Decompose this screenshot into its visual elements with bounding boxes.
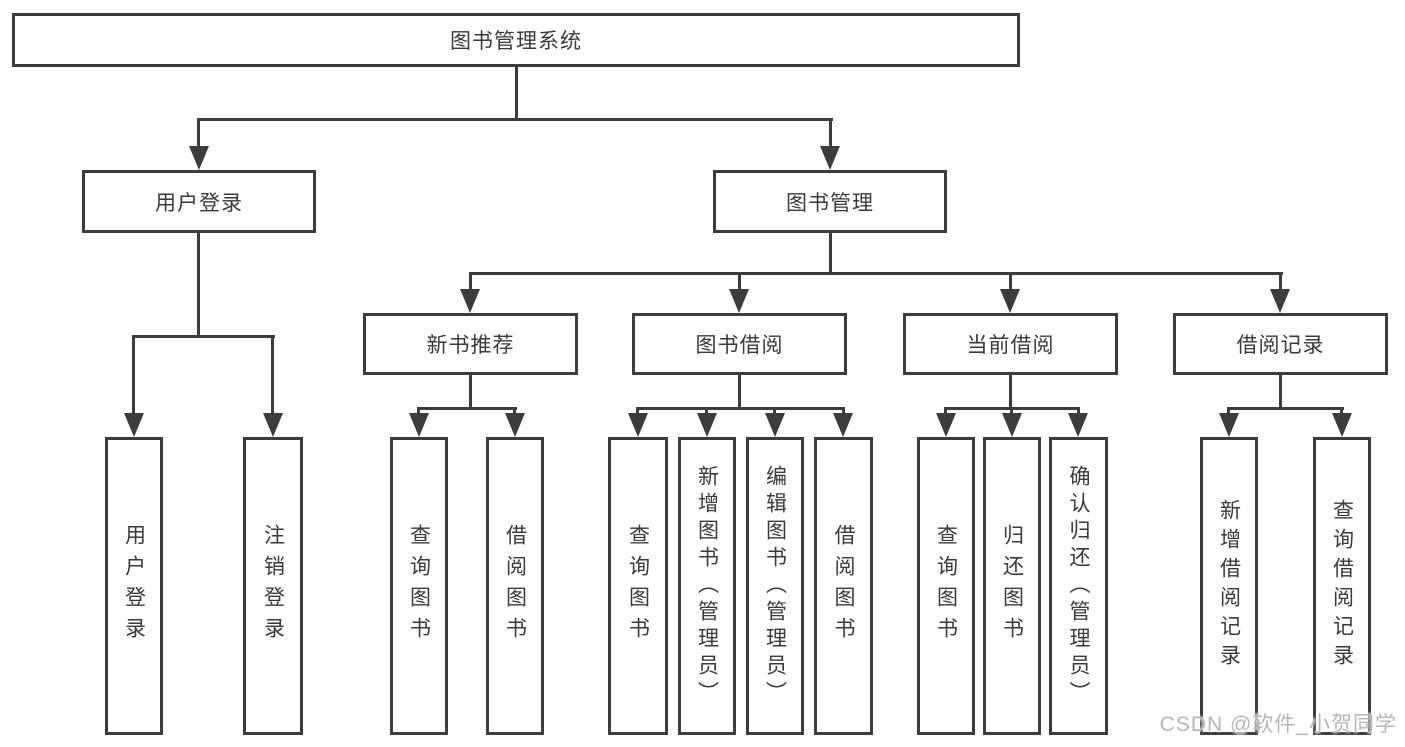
arrowhead-icon: [1000, 289, 1020, 313]
connector-branch-book-mgmt: [469, 272, 1283, 275]
connector-drop-bb-borrow: [842, 410, 845, 414]
arrowhead-icon: [697, 413, 717, 437]
arrowhead-icon: [1270, 289, 1290, 313]
node-leaf-bb-add-books-admin: 新增图书（管理员）: [678, 437, 736, 735]
arrowhead-icon: [1068, 413, 1088, 437]
arrowhead-icon: [729, 289, 749, 313]
node-borrow-records: 借阅记录: [1173, 313, 1388, 375]
node-leaf-br-query-record-label: 查询借阅记录: [1330, 499, 1354, 673]
node-leaf-rec-borrow-books: 借阅图书: [486, 437, 544, 735]
connector-branch-borrow-records: [1227, 407, 1344, 410]
connector-drop-bb-query: [636, 410, 639, 414]
node-leaf-bb-edit-books-admin: 编辑图书（管理员）: [746, 437, 804, 735]
node-leaf-bb-query-books: 查询图书: [608, 437, 668, 735]
node-new-book-rec-label: 新书推荐: [426, 334, 515, 357]
node-leaf-bb-edit-books-admin-label: 编辑图书（管理员）: [763, 464, 787, 708]
connector-drop-book-mgmt: [829, 121, 832, 147]
connector-drop-br-query: [1340, 410, 1343, 414]
arrowhead-icon: [820, 146, 840, 170]
arrowhead-icon: [505, 413, 525, 437]
node-root-label: 图书管理系统: [450, 30, 582, 53]
connector-drop-new-book-rec: [469, 275, 472, 289]
arrowhead-icon: [124, 413, 144, 437]
node-leaf-cb-return-books-label: 归还图书: [1000, 524, 1024, 648]
arrowhead-icon: [460, 289, 480, 313]
node-leaf-logout-label: 注销登录: [261, 524, 285, 648]
connector-drop-login-leaf: [132, 338, 135, 413]
connector-branch-new-book-rec: [417, 407, 517, 410]
connector-branch-root: [197, 118, 833, 121]
node-leaf-logout: 注销登录: [243, 437, 303, 735]
arrowhead-icon: [765, 413, 785, 437]
node-book-mgmt-label: 图书管理: [786, 191, 874, 215]
arrowhead-icon: [1002, 413, 1022, 437]
connector-branch-user-login: [132, 335, 275, 338]
node-leaf-rec-query-books: 查询图书: [390, 437, 448, 735]
arrowhead-icon: [263, 413, 283, 437]
connector-drop-rec-borrow: [513, 410, 516, 414]
node-leaf-bb-borrow-books-label: 借阅图书: [832, 524, 855, 648]
node-user-login: 用户登录: [82, 170, 316, 233]
connector-drop-cb-confirm: [1077, 410, 1080, 414]
connector-drop-bb-edit: [773, 410, 776, 414]
node-leaf-cb-return-books: 归还图书: [983, 437, 1041, 735]
connector-drop-current-borrow: [1009, 275, 1012, 289]
connector-drop-rec-query: [417, 410, 420, 414]
node-leaf-user-login-label: 用户登录: [122, 524, 146, 648]
connector-stem-book-mgmt: [829, 233, 832, 272]
connector-drop-book-borrow: [738, 275, 741, 289]
node-leaf-rec-query-books-label: 查询图书: [407, 524, 431, 648]
node-current-borrow: 当前借阅: [903, 313, 1118, 375]
node-leaf-cb-confirm-return-admin: 确认归还（管理员）: [1049, 437, 1108, 735]
node-new-book-rec: 新书推荐: [363, 313, 578, 375]
arrowhead-icon: [1219, 413, 1239, 437]
node-leaf-bb-add-books-admin-label: 新增图书（管理员）: [695, 464, 719, 708]
connector-drop-cb-return: [1010, 410, 1013, 414]
node-user-login-label: 用户登录: [155, 191, 243, 215]
node-leaf-cb-confirm-return-admin-label: 确认归还（管理员）: [1067, 464, 1090, 708]
node-leaf-br-query-record: 查询借阅记录: [1313, 437, 1371, 735]
node-leaf-br-add-record-label: 新增借阅记录: [1217, 499, 1241, 673]
connector-stem-new-book-rec: [469, 375, 472, 407]
node-book-borrow-label: 图书借阅: [695, 334, 784, 357]
node-book-mgmt: 图书管理: [713, 170, 947, 233]
arrowhead-icon: [409, 413, 429, 437]
node-leaf-br-add-record: 新增借阅记录: [1200, 437, 1258, 735]
connector-drop-cb-query: [944, 410, 947, 414]
connector-stem-user-login: [197, 233, 200, 335]
node-leaf-rec-borrow-books-label: 借阅图书: [503, 524, 527, 648]
arrowhead-icon: [189, 146, 209, 170]
connector-drop-borrow-records: [1279, 275, 1282, 289]
connector-stem-book-borrow: [738, 375, 741, 407]
arrowhead-icon: [1332, 413, 1352, 437]
node-leaf-bb-borrow-books: 借阅图书: [814, 437, 873, 735]
connector-stem-current-borrow: [1009, 375, 1012, 407]
node-borrow-records-label: 借阅记录: [1236, 334, 1325, 357]
node-leaf-user-login: 用户登录: [105, 437, 163, 735]
connector-branch-current-borrow: [944, 407, 1080, 410]
connector-stem-root: [515, 67, 518, 118]
connector-stem-borrow-records: [1279, 375, 1282, 407]
connector-drop-bb-add: [705, 410, 708, 414]
node-root: 图书管理系统: [12, 13, 1020, 67]
connector-drop-br-add: [1227, 410, 1230, 414]
node-leaf-cb-query-books-label: 查询图书: [934, 524, 958, 648]
arrowhead-icon: [833, 413, 853, 437]
node-book-borrow: 图书借阅: [632, 313, 847, 375]
arrowhead-icon: [628, 413, 648, 437]
node-leaf-bb-query-books-label: 查询图书: [626, 524, 650, 648]
csdn-watermark: CSDN @软件_小贺同学: [1159, 713, 1397, 736]
node-leaf-cb-query-books: 查询图书: [917, 437, 975, 735]
connector-drop-logout-leaf: [271, 338, 274, 413]
node-current-borrow-label: 当前借阅: [966, 334, 1055, 357]
connector-drop-user-login: [197, 121, 200, 147]
arrowhead-icon: [936, 413, 956, 437]
connector-branch-book-borrow: [636, 407, 845, 410]
